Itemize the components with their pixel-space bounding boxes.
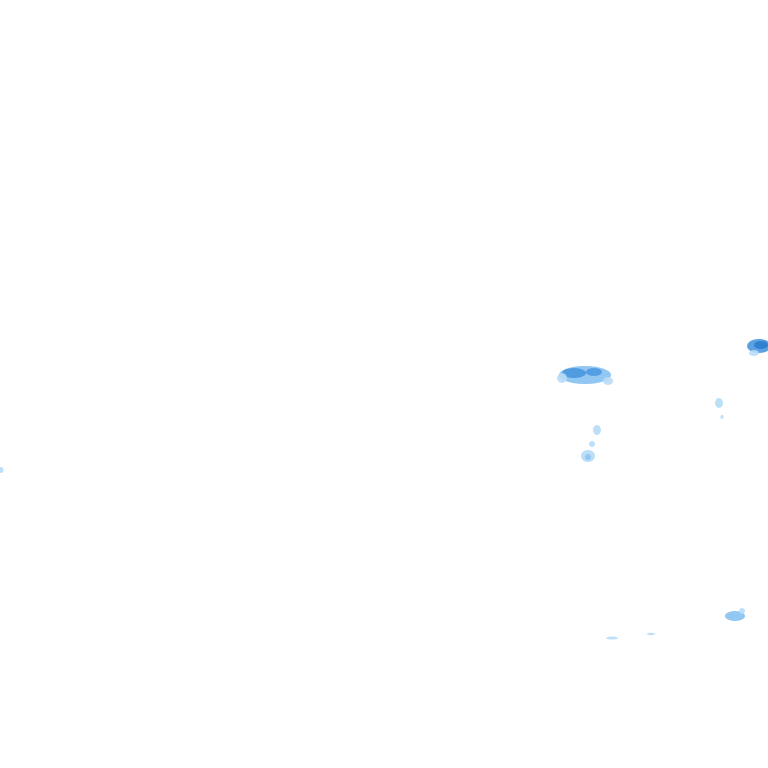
- center-trail-top: [593, 425, 601, 435]
- center-cluster-left: [557, 373, 567, 383]
- center-cluster-tail: [603, 377, 613, 385]
- center-cluster-core-2: [586, 368, 602, 376]
- bottom-speck-1: [606, 636, 618, 640]
- precip-cell-bottom-speck: [606, 632, 655, 640]
- bottom-right-fringe: [739, 608, 745, 614]
- precip-cell-center-cluster: [557, 366, 613, 385]
- right-small-speck: [720, 415, 724, 419]
- precip-cell-left-edge: [0, 467, 4, 473]
- right-edge-fringe: [749, 350, 759, 356]
- center-trail-bottom-core: [585, 454, 591, 460]
- bottom-speck-2: [647, 632, 655, 636]
- right-small-body: [715, 398, 723, 408]
- precip-cell-right-edge: [747, 339, 768, 356]
- center-cluster-core: [562, 368, 586, 378]
- precip-cell-bottom-right: [725, 608, 745, 621]
- left-edge-speck: [0, 467, 4, 473]
- precip-cell-center-trail: [581, 425, 601, 462]
- center-trail-mid: [589, 441, 595, 447]
- right-edge-core: [754, 341, 768, 349]
- bottom-right-body: [725, 611, 745, 621]
- precip-cell-right-small: [715, 398, 724, 419]
